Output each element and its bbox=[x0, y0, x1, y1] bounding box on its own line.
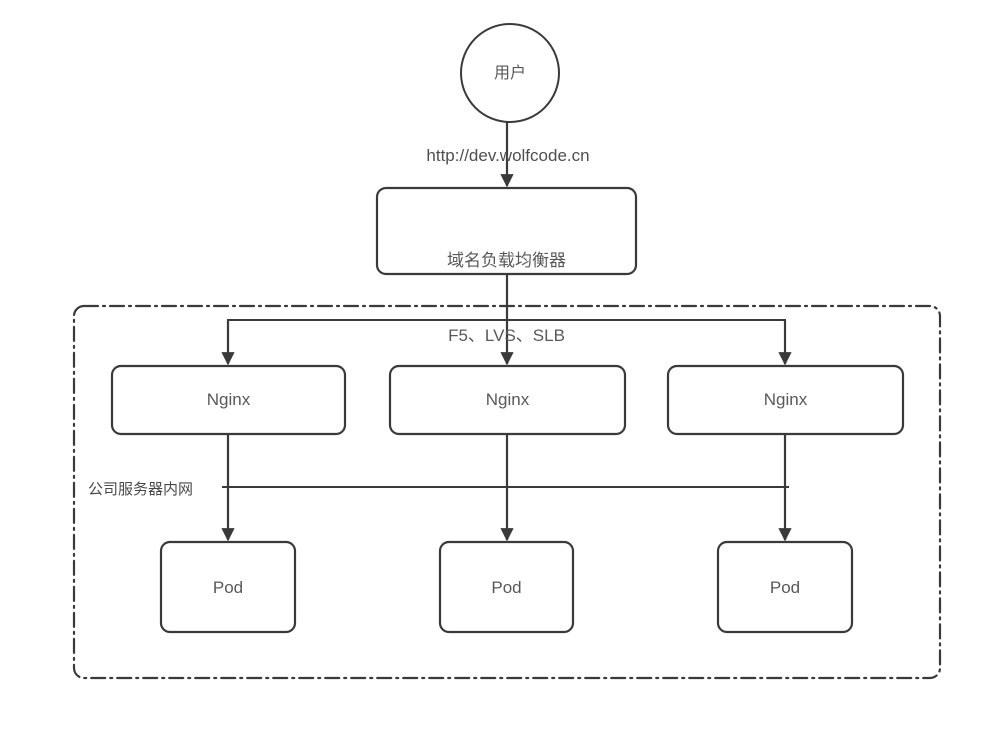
nginx-node-3[interactable] bbox=[666, 364, 905, 436]
pod-node-3[interactable] bbox=[716, 540, 854, 634]
pod-node-2[interactable] bbox=[438, 540, 575, 634]
nginx-node-2[interactable] bbox=[388, 364, 627, 436]
load-balancer-node[interactable] bbox=[375, 186, 638, 276]
nginx-node-1[interactable] bbox=[110, 364, 347, 436]
user-node-circle[interactable] bbox=[460, 23, 560, 123]
pod-node-1[interactable] bbox=[159, 540, 297, 634]
